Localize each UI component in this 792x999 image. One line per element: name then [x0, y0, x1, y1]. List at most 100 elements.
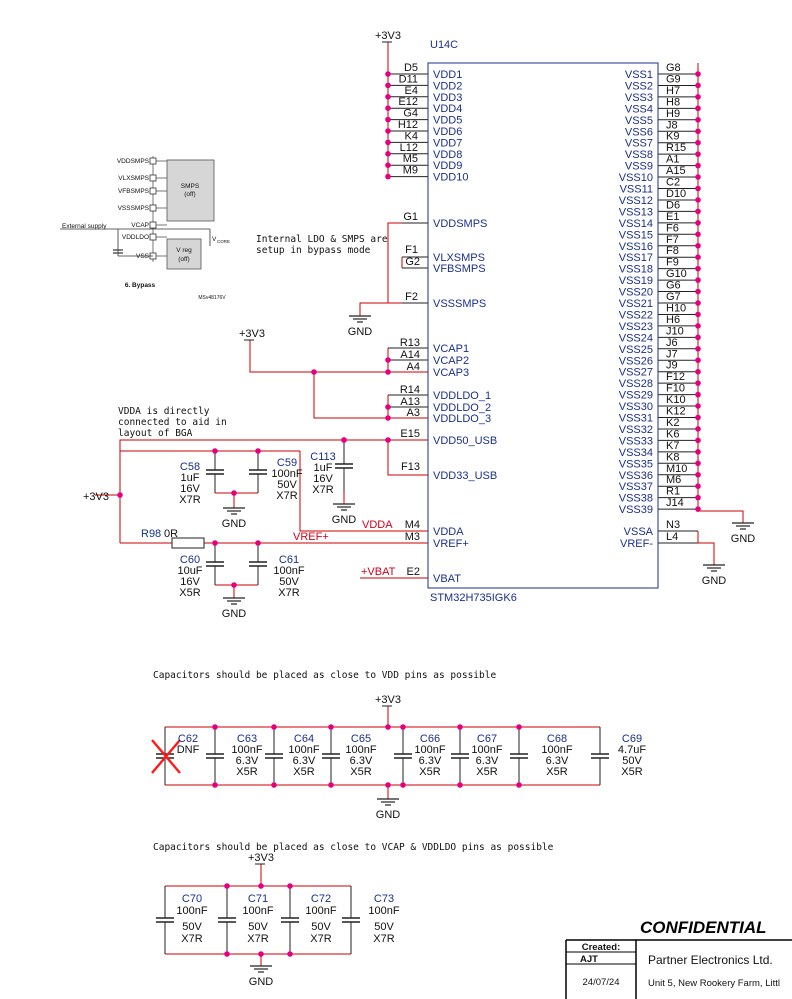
pin-name: VSS24	[619, 332, 653, 344]
junction-dot	[695, 494, 701, 501]
power-rail-label: +3V3	[239, 328, 265, 340]
pin-number: L4	[666, 531, 678, 543]
capacitor-voltage: 16V	[313, 473, 333, 485]
pin-name: VDD2	[433, 80, 462, 92]
junction-dot	[385, 782, 391, 788]
pin-number: K7	[666, 440, 679, 452]
pin-name: VSS3	[625, 92, 653, 104]
power-rail-label: +3V3	[375, 694, 401, 706]
pin-name: VSS31	[619, 413, 653, 425]
pin-number: J7	[666, 348, 678, 360]
pin-name: VSS20	[619, 287, 653, 299]
junction-dot	[385, 369, 391, 375]
pin-number: A14	[400, 349, 420, 361]
capacitor-dielectric: X7R	[247, 933, 268, 945]
capacitor-ref: C62	[178, 733, 198, 745]
pin-number: D11	[399, 73, 418, 85]
pin-number: M5	[403, 153, 418, 165]
pin-name: VSS30	[619, 401, 653, 413]
junction-dot	[385, 162, 391, 168]
junction-dot	[212, 540, 218, 546]
pin-name: VDDLDO_1	[433, 390, 491, 402]
capacitor-dielectric: X7R	[278, 587, 299, 599]
junction-dot	[255, 540, 261, 546]
vbat-net-label: +VBAT	[361, 566, 396, 578]
inset-pin-label: VDDSMPS	[117, 158, 150, 165]
pin-name: VREF-	[620, 538, 653, 550]
junction-dot	[385, 116, 391, 123]
components	[60, 41, 792, 999]
inset-vcore-label: V	[212, 236, 217, 243]
pin-number: R1	[666, 486, 680, 498]
dnf-cross	[151, 739, 181, 774]
pin-name: VDD33_USB	[433, 470, 497, 482]
mcu-part-number: STM32H735IGK6	[430, 592, 517, 604]
inset-pin	[149, 187, 157, 195]
junction-dot	[385, 71, 391, 77]
pin-name: VCAP2	[433, 355, 469, 367]
junction-dot	[695, 220, 701, 226]
junction-dot	[212, 782, 218, 788]
vdda-net-label: VDDA	[362, 519, 393, 531]
pin-name: VDD8	[433, 149, 462, 161]
pin-number: F1	[405, 244, 418, 256]
inset-vcore-sub: CORE	[217, 239, 230, 244]
r98-value: 0R	[164, 528, 178, 540]
junction-dot	[385, 139, 391, 146]
capacitor-dielectric: X5R	[179, 587, 200, 599]
pin-number: F2	[405, 291, 418, 303]
ground-label: GND	[376, 809, 401, 821]
capacitor-value: 100nF	[471, 744, 502, 756]
pin-name: VSS35	[619, 458, 653, 470]
pin-name: VSS12	[619, 195, 653, 207]
capacitor-value: 100nF	[541, 744, 572, 756]
pin-number: G8	[666, 62, 681, 74]
pin-name: VSS13	[619, 206, 653, 218]
pin-name: VSS16	[619, 241, 653, 253]
ground-label: GND	[332, 514, 357, 526]
junction-dot	[695, 483, 701, 490]
junction-dot	[224, 951, 230, 957]
pin-name: VSS33	[619, 435, 653, 447]
junction-dot	[457, 724, 463, 730]
pin-number: G7	[666, 291, 681, 303]
pin-name: VSS15	[619, 229, 653, 241]
inset-smps-label: SMPS	[181, 183, 200, 190]
junction-dot	[695, 94, 701, 100]
junction-dot	[695, 460, 701, 467]
junction-dot	[287, 951, 293, 957]
junction-dot	[212, 448, 218, 454]
pin-name: VDD9	[433, 160, 462, 172]
junction-dot	[695, 231, 701, 238]
pin-number: E2	[407, 566, 420, 578]
pin-number: F8	[666, 245, 679, 257]
junction-dot	[400, 724, 406, 730]
capacitor-dielectric: X5R	[621, 766, 642, 778]
pin-name: VSS11	[620, 184, 653, 196]
junction-dot	[516, 724, 522, 730]
junction-dot	[695, 139, 701, 146]
vdd50-usb-wire	[119, 439, 428, 451]
junction-dot	[695, 185, 701, 192]
pin-name: VSS7	[625, 138, 653, 150]
pin-number: G2	[405, 256, 420, 268]
pin-name: VSS38	[619, 493, 653, 505]
inset-pin-label: VCAP	[131, 222, 149, 229]
junction-dot	[311, 369, 317, 375]
pin-number: H10	[666, 302, 686, 314]
pin-number: F13	[401, 461, 420, 473]
vreg-block	[166, 238, 202, 270]
junction-dot	[400, 782, 406, 788]
pin-number: A1	[666, 154, 679, 166]
junction-dot	[695, 311, 701, 318]
junction-dot	[695, 357, 701, 364]
pin-name: VDD1	[433, 69, 462, 81]
pin-name: VCAP1	[433, 343, 469, 355]
bypass-note: Internal LDO & SMPS are	[256, 234, 388, 245]
junction-dot	[385, 151, 391, 157]
r98-ref: R98	[141, 528, 161, 540]
pin-number: F9	[666, 257, 679, 269]
pin-number: F10	[666, 383, 685, 395]
junction-dot	[695, 403, 701, 409]
